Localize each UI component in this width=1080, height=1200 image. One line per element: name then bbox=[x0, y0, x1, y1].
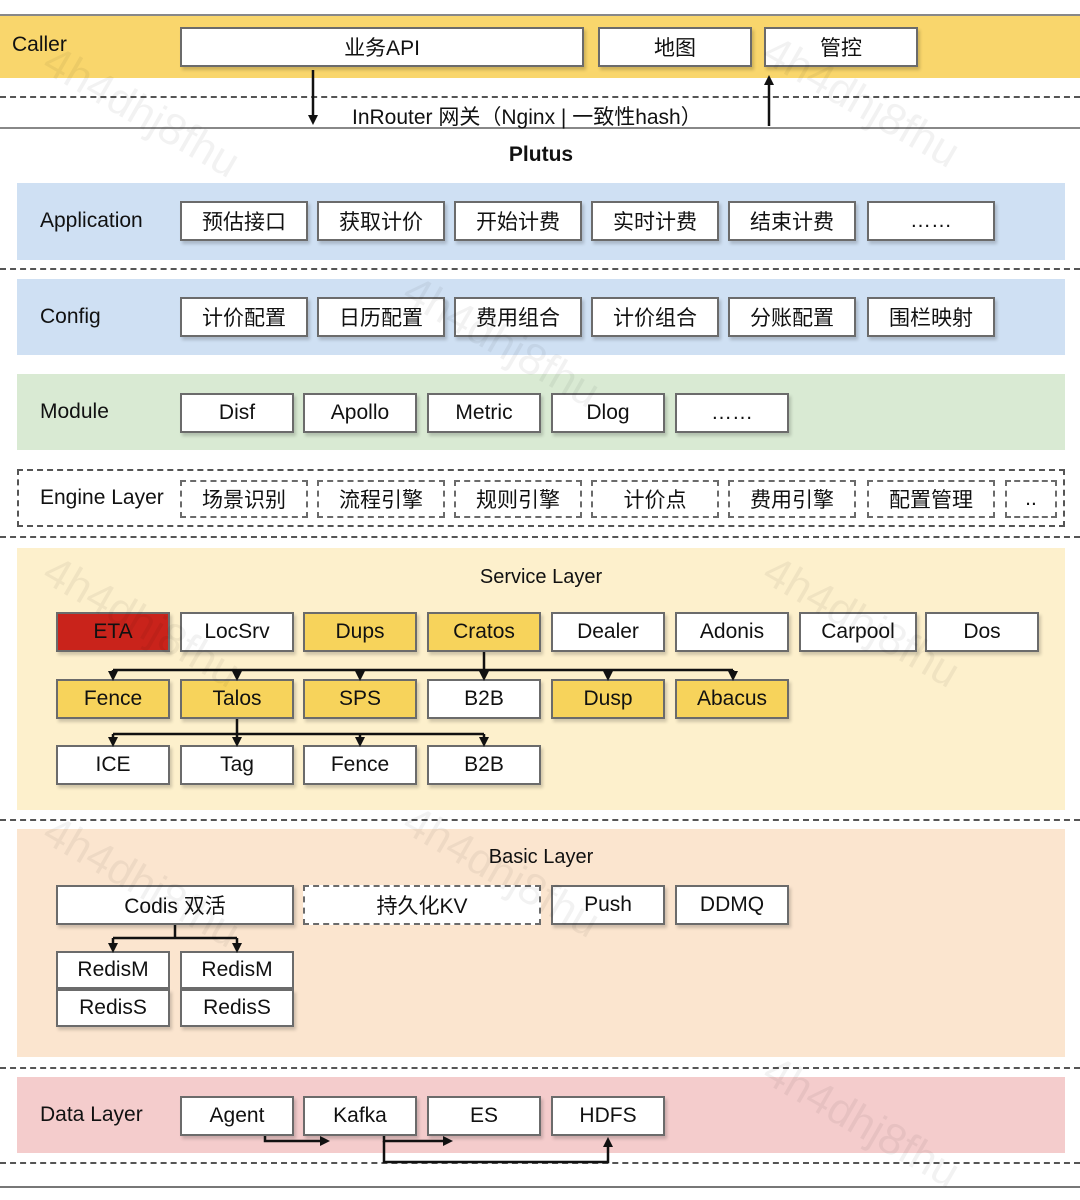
agent-to-kafka bbox=[263, 1136, 330, 1146]
kafka-to-es bbox=[382, 1136, 453, 1146]
watermark-6: 4h4dhj8fhu bbox=[395, 796, 608, 947]
service-fence-2: Fence bbox=[303, 745, 417, 785]
caller-map: 地图 bbox=[598, 27, 752, 67]
basic-codis: Codis 双活 bbox=[56, 885, 294, 925]
config-label: Config bbox=[40, 305, 101, 328]
data-label: Data Layer bbox=[40, 1103, 143, 1126]
watermark-5: 4h4dhj8fhu bbox=[755, 546, 968, 697]
redis-slave-1: RedisS bbox=[56, 989, 170, 1027]
app-realtime-billing: 实时计费 bbox=[591, 201, 719, 241]
watermark-1: 4h4dhj8fhu bbox=[35, 36, 248, 187]
gateway-top-line bbox=[0, 96, 1080, 98]
caller-business-api: 业务API bbox=[180, 27, 584, 67]
data-es: ES bbox=[427, 1096, 541, 1136]
basic-ddmq: DDMQ bbox=[675, 885, 789, 925]
basic-push: Push bbox=[551, 885, 665, 925]
gateway-bottom-line bbox=[0, 127, 1080, 129]
app-more: …… bbox=[867, 201, 995, 241]
service-sps: SPS bbox=[303, 679, 417, 719]
caller-control: 管控 bbox=[764, 27, 918, 67]
divider-2 bbox=[0, 536, 1080, 538]
service-b2b-2: B2B bbox=[427, 745, 541, 785]
service-title: Service Layer bbox=[479, 566, 603, 588]
service-cratos: Cratos bbox=[427, 612, 541, 652]
engine-flow: 流程引擎 bbox=[317, 480, 445, 518]
config-split: 分账配置 bbox=[728, 297, 856, 337]
app-get-price: 获取计价 bbox=[317, 201, 445, 241]
module-label: Module bbox=[40, 400, 109, 423]
divider-4 bbox=[0, 1067, 1080, 1069]
config-fee-combo: 费用组合 bbox=[454, 297, 582, 337]
service-locsrv: LocSrv bbox=[180, 612, 294, 652]
service-eta: ETA bbox=[56, 612, 170, 652]
config-pricing: 计价配置 bbox=[180, 297, 308, 337]
engine-rule: 规则引擎 bbox=[454, 480, 582, 518]
engine-more: .. bbox=[1005, 480, 1057, 518]
service-carpool: Carpool bbox=[799, 612, 917, 652]
watermark-7: 4h4dhj8fhu bbox=[35, 806, 248, 957]
module-apollo: Apollo bbox=[303, 393, 417, 433]
application-label: Application bbox=[40, 209, 143, 232]
app-start-billing: 开始计费 bbox=[454, 201, 582, 241]
module-more: …… bbox=[675, 393, 789, 433]
divider-3 bbox=[0, 819, 1080, 821]
service-dos: Dos bbox=[925, 612, 1039, 652]
engine-label: Engine Layer bbox=[40, 486, 164, 509]
service-b2b: B2B bbox=[427, 679, 541, 719]
watermark-8: 4h4dhj8fhu bbox=[755, 1046, 968, 1197]
app-end-billing: 结束计费 bbox=[728, 201, 856, 241]
config-calendar: 日历配置 bbox=[317, 297, 445, 337]
app-estimate: 预估接口 bbox=[180, 201, 308, 241]
watermark-4: 4h4dhj8fhu bbox=[35, 546, 248, 697]
redis-master-2: RedisM bbox=[180, 951, 294, 989]
service-abacus: Abacus bbox=[675, 679, 789, 719]
data-kafka: Kafka bbox=[303, 1096, 417, 1136]
engine-scene: 场景识别 bbox=[180, 480, 308, 518]
service-adonis: Adonis bbox=[675, 612, 789, 652]
service-dups: Dups bbox=[303, 612, 417, 652]
data-agent: Agent bbox=[180, 1096, 294, 1136]
divider-1 bbox=[0, 268, 1080, 270]
plutus-title: Plutus bbox=[508, 143, 574, 166]
engine-fee: 费用引擎 bbox=[728, 480, 856, 518]
gateway-label: InRouter 网关（Nginx | 一致性hash） bbox=[352, 106, 702, 129]
watermark-2: 4h4dhj8fhu bbox=[755, 26, 968, 177]
watermark-3: 4h4dhj8fhu bbox=[395, 266, 608, 417]
basic-persistent-kv: 持久化KV bbox=[303, 885, 541, 925]
redis-slave-2: RedisS bbox=[180, 989, 294, 1027]
config-fence-map: 围栏映射 bbox=[867, 297, 995, 337]
engine-pricing-point: 计价点 bbox=[591, 480, 719, 518]
engine-config-mgmt: 配置管理 bbox=[867, 480, 995, 518]
caller-label: Caller bbox=[12, 33, 67, 56]
service-tag: Tag bbox=[180, 745, 294, 785]
service-dusp: Dusp bbox=[551, 679, 665, 719]
module-metric: Metric bbox=[427, 393, 541, 433]
basic-title: Basic Layer bbox=[488, 846, 594, 868]
module-dlog: Dlog bbox=[551, 393, 665, 433]
config-pricing-combo: 计价组合 bbox=[591, 297, 719, 337]
service-ice: ICE bbox=[56, 745, 170, 785]
data-hdfs: HDFS bbox=[551, 1096, 665, 1136]
service-dealer: Dealer bbox=[551, 612, 665, 652]
kafka-to-hdfs bbox=[382, 1137, 613, 1164]
bottom-line bbox=[0, 1186, 1080, 1188]
module-disf: Disf bbox=[180, 393, 294, 433]
